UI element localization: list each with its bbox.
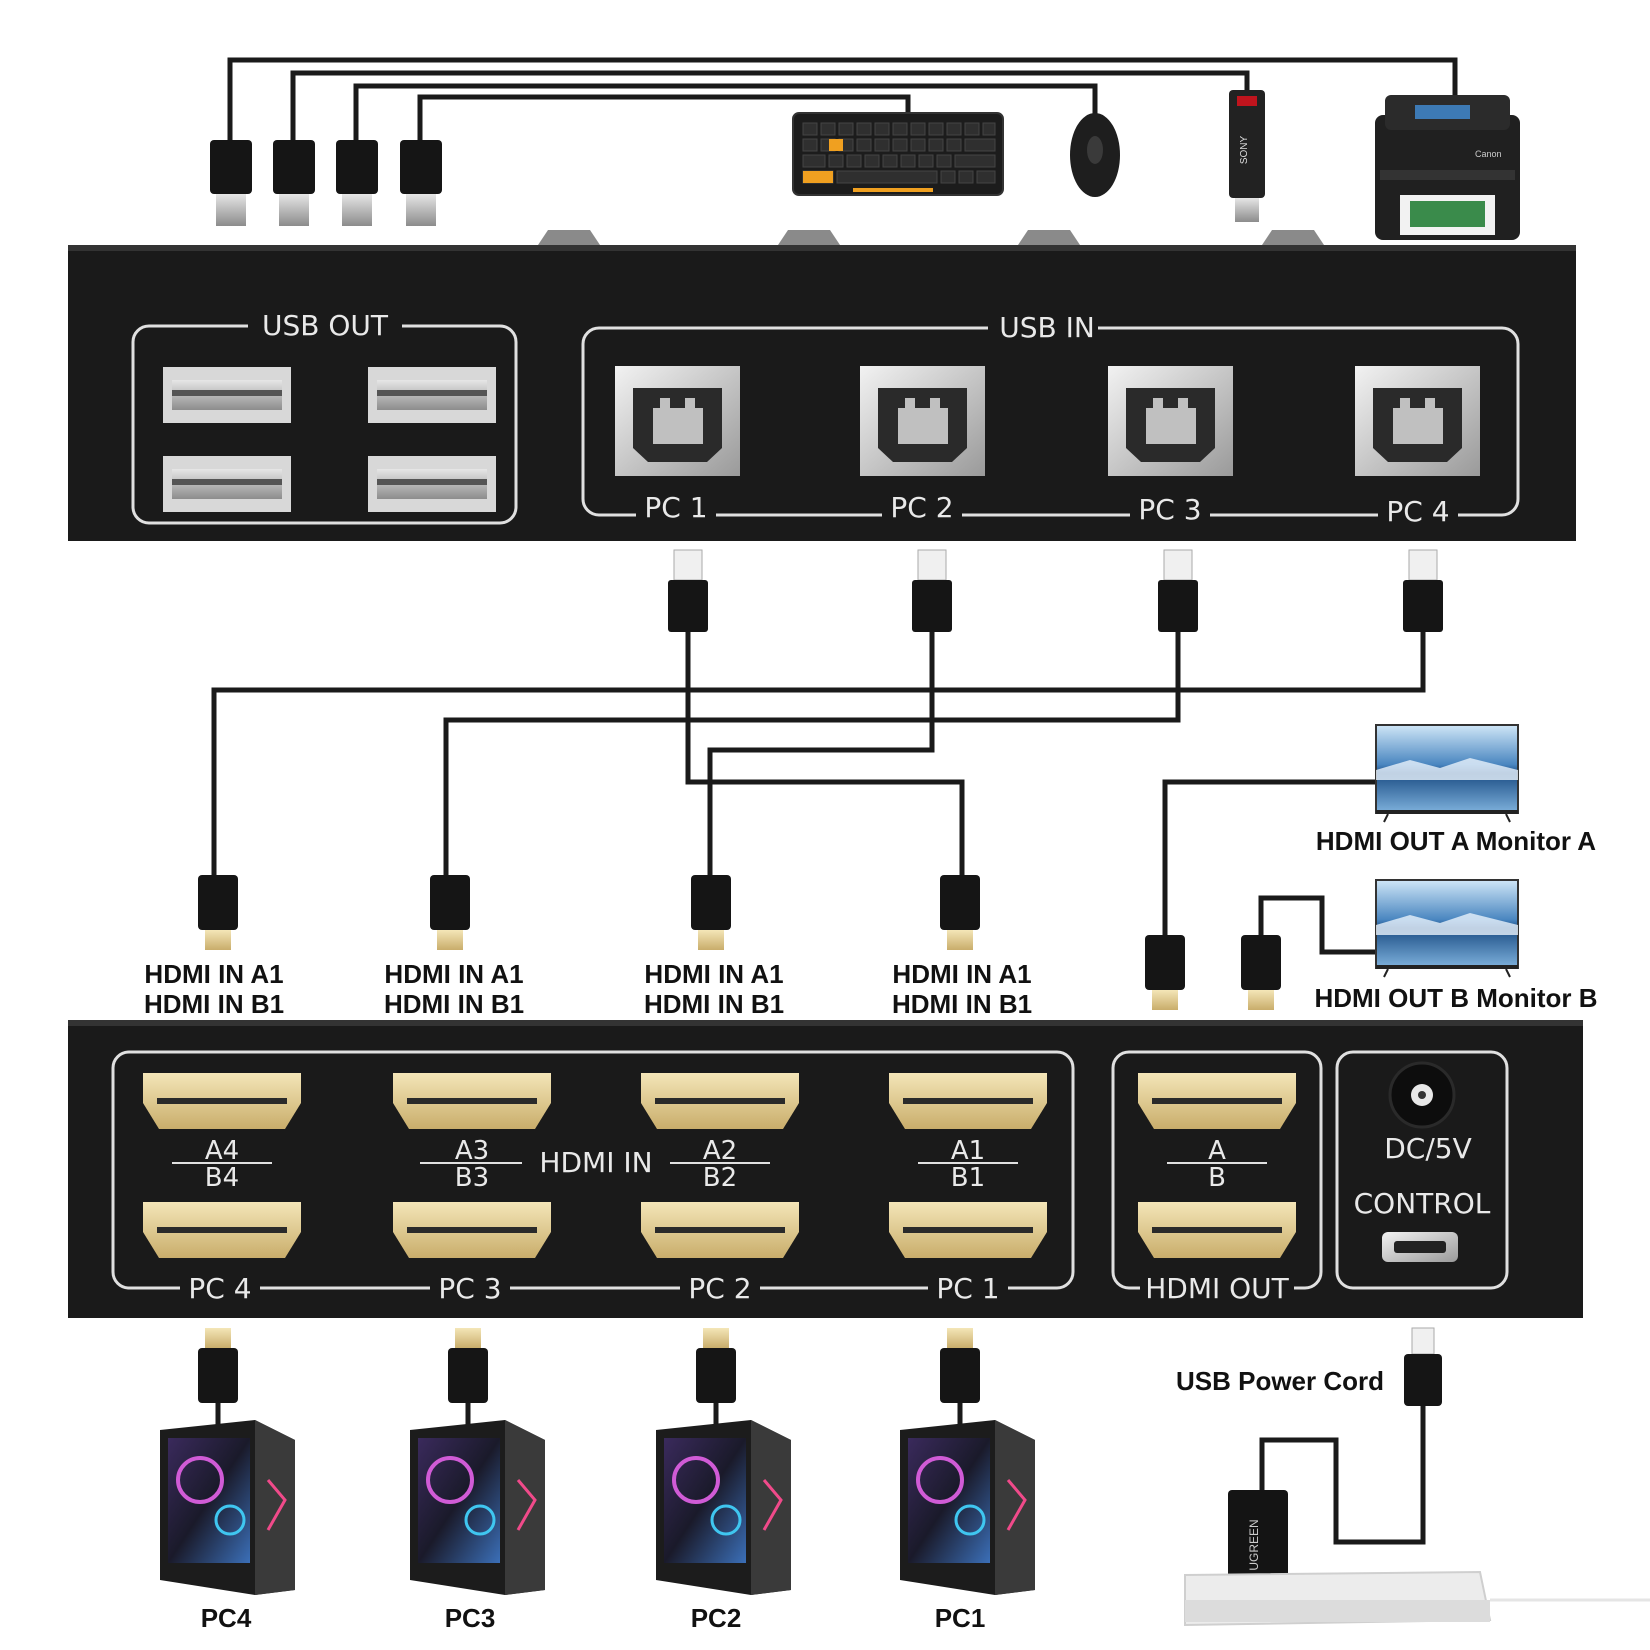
hdmi-port: [393, 1202, 551, 1258]
kvm-top-panel: USB OUT USB IN: [68, 230, 1576, 541]
usb-in-label: USB IN: [999, 311, 1095, 344]
port-label-bottom: B1: [951, 1163, 985, 1193]
port-label-top: A3: [455, 1136, 489, 1166]
usb-b-port: [1355, 366, 1480, 476]
usb-a-port: [368, 456, 496, 512]
usb-out-label: USB OUT: [262, 309, 389, 342]
usb-b-port: [615, 366, 740, 476]
hdmi-out-ports: [1138, 1073, 1296, 1258]
pc-tower-icon: [900, 1420, 1035, 1595]
monitor-b-caption: HDMI OUT B Monitor B: [1314, 983, 1597, 1013]
printer-brand: Canon: [1475, 149, 1502, 159]
port-label-top: A2: [703, 1136, 737, 1166]
hdmi-in-frame: [111, 1050, 1075, 1290]
dc-jack-icon: [1388, 1061, 1456, 1129]
hdmi-in-pc-labels: PC 4 PC 3 PC 2 PC 1: [180, 1272, 1008, 1305]
usb-a-port: [368, 367, 496, 423]
power-cable: [1259, 1406, 1426, 1545]
hdmi-out-label: HDMI OUT: [1145, 1272, 1289, 1305]
hdmi-port: [143, 1073, 301, 1129]
hdmi-in-caption-line1: HDMI IN A1: [644, 959, 783, 989]
port-label-top: A1: [951, 1136, 985, 1166]
monitor-a-caption: HDMI OUT A Monitor A: [1316, 826, 1596, 856]
micro-usb-port: [1382, 1232, 1458, 1262]
pc-captions: PC4 PC3 PC2 PC1: [201, 1603, 986, 1633]
hdmi-in-ports: [143, 1073, 1047, 1258]
monitor-cables: [1162, 779, 1378, 955]
usb-out-ports: [163, 367, 496, 512]
hdmi-in-pc-label: PC 4: [188, 1272, 251, 1305]
hdmi-in-caption-line2: HDMI IN B1: [892, 989, 1032, 1019]
hdmi-port: [1138, 1073, 1296, 1129]
pc-tower-icon: [160, 1420, 295, 1595]
hdmi-port: [143, 1202, 301, 1258]
out-port-label-top: A: [1208, 1136, 1226, 1166]
port-label-bottom: B2: [703, 1163, 737, 1193]
usb-hdmi-cables: [211, 632, 1426, 880]
hdmi-port: [889, 1202, 1047, 1258]
micro-usb-plug: [1404, 1327, 1442, 1406]
port-label-bottom: B3: [455, 1163, 489, 1193]
mouse-icon: [1070, 113, 1120, 197]
hdmi-in-port-labels: A4 B4 A3 B3 A2 B2 A1 B1: [172, 1136, 1018, 1193]
hdmi-in-caption-line2: HDMI IN B1: [644, 989, 784, 1019]
hdmi-in-caption-line1: HDMI IN A1: [144, 959, 283, 989]
monitor-b-icon: [1375, 879, 1519, 978]
port-label-top: A4: [205, 1136, 239, 1166]
usb-a-port: [163, 456, 291, 512]
hdmi-port: [641, 1202, 799, 1258]
hdmi-in-label: HDMI IN: [539, 1146, 652, 1179]
out-port-label-bottom: B: [1208, 1163, 1226, 1193]
power-frame: [1335, 1050, 1509, 1290]
usb-a-port: [163, 367, 291, 423]
power-cord-caption: USB Power Cord: [1176, 1366, 1384, 1396]
keyboard-icon: [792, 112, 1004, 196]
hdmi-in-caption-line1: HDMI IN A1: [384, 959, 523, 989]
usb-power-adapter-icon: UGREEN: [1228, 1490, 1288, 1600]
hdmi-out-plugs: [1145, 935, 1281, 1010]
hdmi-port: [889, 1073, 1047, 1129]
port-label-bottom: B4: [205, 1163, 239, 1193]
control-label: CONTROL: [1354, 1187, 1491, 1220]
hdmi-port: [641, 1073, 799, 1129]
pc-caption: PC2: [691, 1603, 742, 1633]
usb-b-plugs: [668, 549, 1443, 632]
usb-in-pc-labels: PC 1 PC 2 PC 3 PC 4: [636, 490, 1458, 528]
usb-in-pc-label: PC 1: [644, 491, 707, 524]
usb-in-pc-label: PC 3: [1138, 493, 1201, 526]
usb-b-port: [1108, 366, 1233, 476]
usb-b-ports: [615, 366, 1480, 476]
hdmi-in-caption-line2: HDMI IN B1: [384, 989, 524, 1019]
dc-label: DC/5V: [1384, 1132, 1472, 1165]
hdmi-in-pc-label: PC 2: [688, 1272, 751, 1305]
hdmi-port: [1138, 1202, 1296, 1258]
usb-b-port: [860, 366, 985, 476]
usb-a-plugs: [210, 140, 442, 226]
usb-drive-icon: SONY: [1229, 90, 1265, 222]
pc-caption: PC4: [201, 1603, 252, 1633]
hdmi-pc-plugs: [198, 1328, 980, 1403]
adapter-brand: UGREEN: [1247, 1519, 1261, 1570]
hdmi-in-pc-label: PC 1: [936, 1272, 999, 1305]
pc-tower-icon: [410, 1420, 545, 1595]
hdmi-in-pc-label: PC 3: [438, 1272, 501, 1305]
usb-in-pc-label: PC 2: [890, 491, 953, 524]
hdmi-port: [393, 1073, 551, 1129]
power-strip-icon: [1184, 1570, 1650, 1627]
usb-cables-top: [227, 57, 1458, 140]
hdmi-in-plugs: [198, 875, 980, 950]
printer-icon: Canon: [1375, 95, 1520, 240]
hdmi-in-caption-line1: HDMI IN A1: [892, 959, 1031, 989]
pc-tower-icon: [656, 1420, 791, 1595]
monitor-a-icon: [1375, 724, 1519, 823]
hdmi-in-captions: HDMI IN A1 HDMI IN B1 HDMI IN A1 HDMI IN…: [144, 959, 1032, 1019]
pc-caption: PC1: [935, 1603, 986, 1633]
pc-caption: PC3: [445, 1603, 496, 1633]
kvm-bottom-panel: A4 B4 A3 B3 A2 B2 A1 B1 HDMI IN PC 4 PC …: [68, 1020, 1583, 1318]
hdmi-pc-cables: [215, 1403, 963, 1432]
hdmi-in-caption-line2: HDMI IN B1: [144, 989, 284, 1019]
usb-drive-brand: SONY: [1239, 136, 1250, 165]
usb-in-pc-label: PC 4: [1386, 495, 1449, 528]
